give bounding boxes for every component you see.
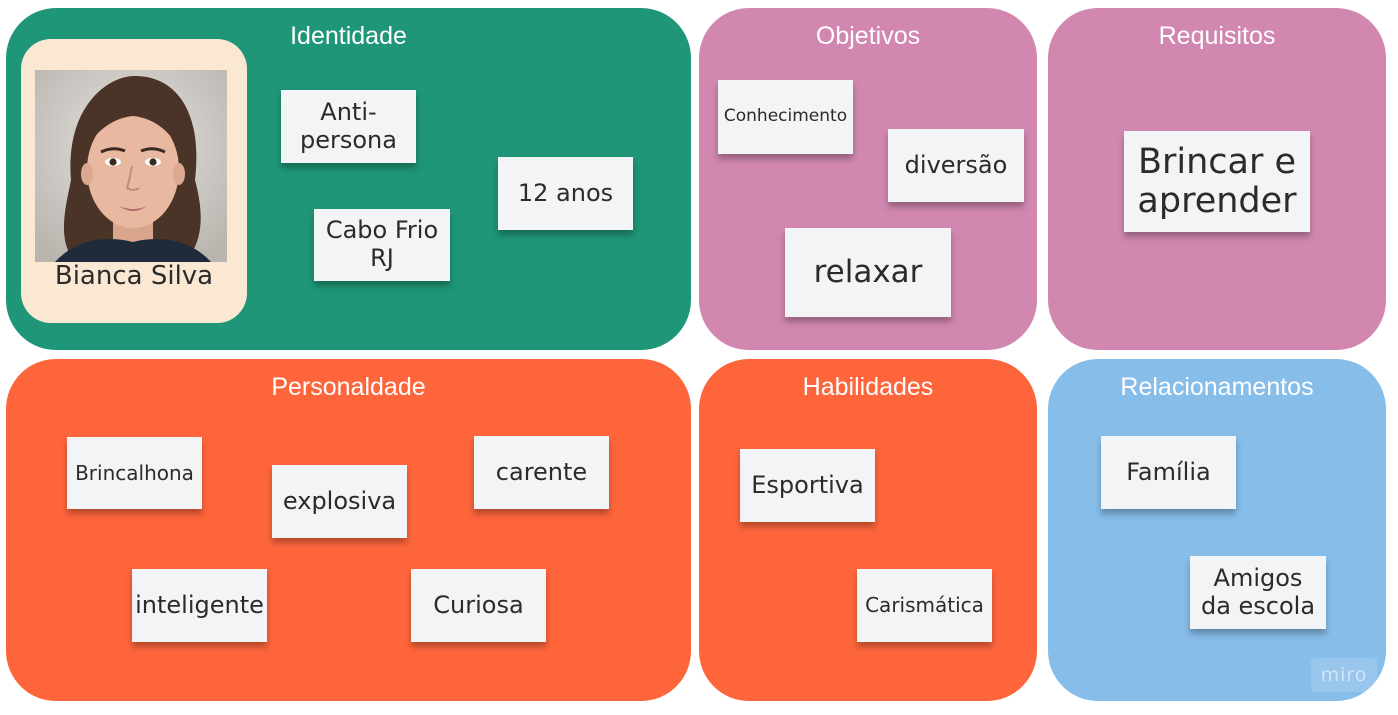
goals-title: Objetivos	[815, 22, 921, 50]
note-carismatica[interactable]: Carismática	[857, 569, 992, 642]
identity-title: Identidade	[290, 22, 407, 50]
note-familia[interactable]: Família	[1101, 436, 1236, 509]
persona-photo	[35, 70, 227, 262]
persona-name: Bianca Silva	[54, 261, 214, 291]
note-curiosa[interactable]: Curiosa	[411, 569, 546, 642]
persona-card[interactable]: Bianca Silva	[21, 39, 247, 323]
note-cabo-frio[interactable]: Cabo Frio RJ	[314, 209, 450, 281]
requirements-title: Requisitos	[1158, 22, 1276, 50]
relationships-title: Relacionamentos	[1120, 373, 1314, 401]
relationships-panel: Relacionamentos	[1048, 359, 1386, 701]
note-carente[interactable]: carente	[474, 436, 609, 509]
note-brincalhona[interactable]: Brincalhona	[67, 437, 202, 509]
skills-title: Habilidades	[802, 373, 934, 401]
note-esportiva[interactable]: Esportiva	[740, 449, 875, 522]
note-brincar-aprender[interactable]: Brincar e aprender	[1124, 131, 1310, 232]
note-relaxar[interactable]: relaxar	[785, 228, 951, 317]
note-conhecimento[interactable]: Conhecimento	[718, 80, 853, 154]
note-explosiva[interactable]: explosiva	[272, 465, 407, 538]
personality-title: Personaldade	[271, 373, 426, 401]
note-amigos-escola[interactable]: Amigos da escola	[1190, 556, 1326, 629]
skills-panel: Habilidades	[699, 359, 1037, 701]
miro-logo: miro	[1311, 658, 1377, 692]
note-diversao[interactable]: diversão	[888, 129, 1024, 202]
note-age[interactable]: 12 anos	[498, 157, 633, 230]
note-inteligente[interactable]: inteligente	[132, 569, 267, 642]
note-anti-persona[interactable]: Anti- persona	[281, 90, 416, 163]
